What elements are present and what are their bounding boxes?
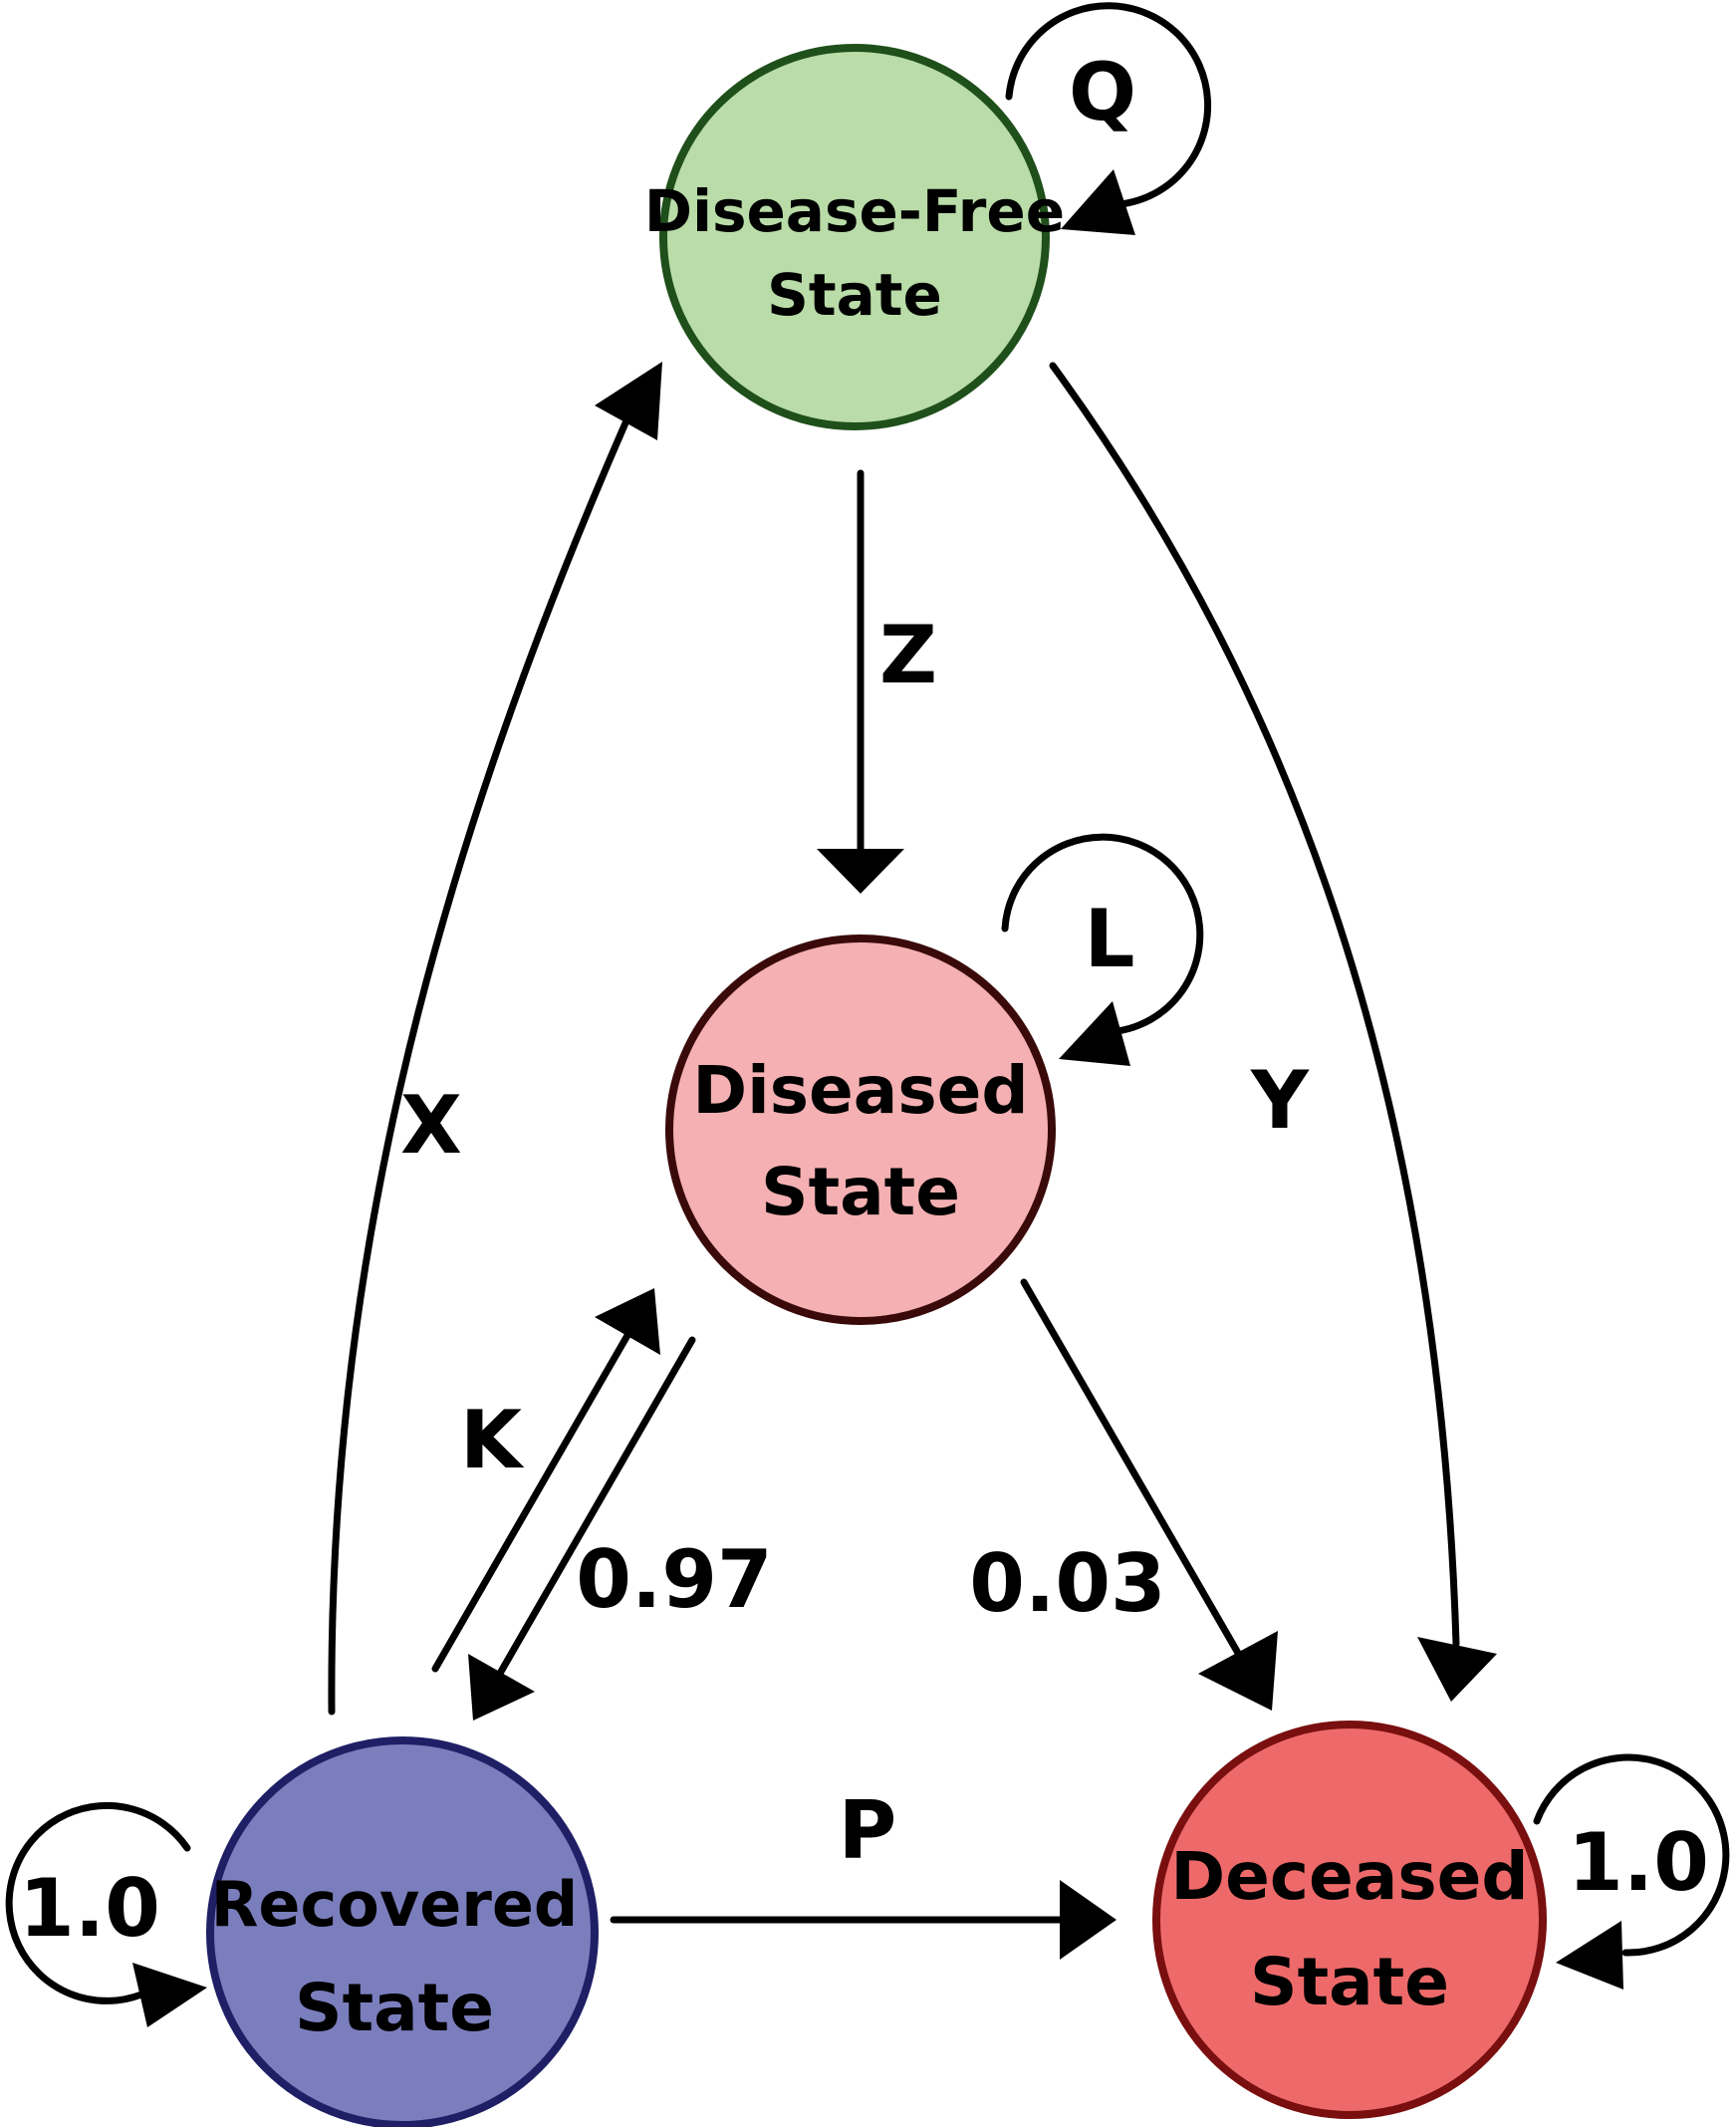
edge-z-arrowhead xyxy=(817,849,904,894)
node-diseased-label-line2: State xyxy=(761,1154,960,1230)
edge-diseased-deceased-arrowhead xyxy=(1198,1631,1278,1711)
edge-k-line xyxy=(431,1321,637,1673)
edge-label-diseased-recovered: 0.97 xyxy=(576,1533,772,1626)
node-deceased-label-line1: Deceased xyxy=(1170,1838,1528,1915)
edge-x-arrowhead xyxy=(595,362,662,440)
edge-diseased-recovered-arrowhead xyxy=(468,1654,535,1721)
edge-q-arrowhead xyxy=(1061,169,1135,235)
edge-label-q: Q xyxy=(1069,46,1136,138)
node-deceased-circle xyxy=(1152,1721,1547,2119)
edge-label-x: X xyxy=(400,1079,462,1172)
edge-label-k: K xyxy=(460,1394,525,1486)
edge-label-p: P xyxy=(839,1784,897,1877)
node-recovered-circle xyxy=(206,1736,599,2127)
edge-diseased-recovered-line xyxy=(490,1336,696,1688)
edge-label-z: Z xyxy=(879,609,937,701)
edge-l-loop xyxy=(1001,833,1204,1035)
node-disease-free-label-line1: Disease-Free xyxy=(644,177,1065,245)
edge-q-loop xyxy=(1005,2,1212,208)
node-recovered-label-line2: State xyxy=(295,1970,494,2046)
edge-label-deceased-self: 1.0 xyxy=(1568,1816,1709,1909)
node-diseased: Diseased State xyxy=(665,934,1056,1325)
edge-label-diseased-deceased: 0.03 xyxy=(969,1537,1165,1630)
node-recovered-label-line1: Recovered xyxy=(211,1868,579,1941)
node-disease-free: Disease-Free State xyxy=(644,44,1065,430)
edge-deceased-self-loop xyxy=(1533,1753,1730,1957)
node-diseased-circle xyxy=(665,934,1056,1325)
node-diseased-label-line1: Diseased xyxy=(692,1052,1028,1129)
edge-k-arrowhead xyxy=(595,1288,660,1355)
edges xyxy=(5,2,1730,2027)
edge-recovered-self-loop xyxy=(5,1801,191,2004)
node-deceased-label-line2: State xyxy=(1250,1944,1449,2020)
edge-label-recovered-self: 1.0 xyxy=(19,1862,160,1955)
node-recovered: Recovered State xyxy=(206,1736,599,2127)
edge-diseased-deceased-line xyxy=(1020,1278,1254,1678)
edge-labels: Q Z Y X L K 0.97 0.03 P 1.0 1.0 xyxy=(19,46,1709,1955)
edge-l-arrowhead xyxy=(1059,1001,1130,1066)
edge-recovered-self-arrowhead xyxy=(132,1963,207,2027)
node-disease-free-label-line2: State xyxy=(767,261,942,329)
edge-label-y: Y xyxy=(1250,1054,1310,1147)
edge-label-l: L xyxy=(1085,893,1135,985)
node-deceased: Deceased State xyxy=(1152,1721,1547,2119)
edge-y-line xyxy=(1049,362,1460,1648)
edge-deceased-self-arrowhead xyxy=(1556,1921,1623,1990)
node-disease-free-circle xyxy=(659,44,1050,430)
edge-x-line xyxy=(328,414,631,1716)
edge-y-arrowhead xyxy=(1417,1637,1497,1702)
edge-p-arrowhead xyxy=(1060,1880,1116,1960)
